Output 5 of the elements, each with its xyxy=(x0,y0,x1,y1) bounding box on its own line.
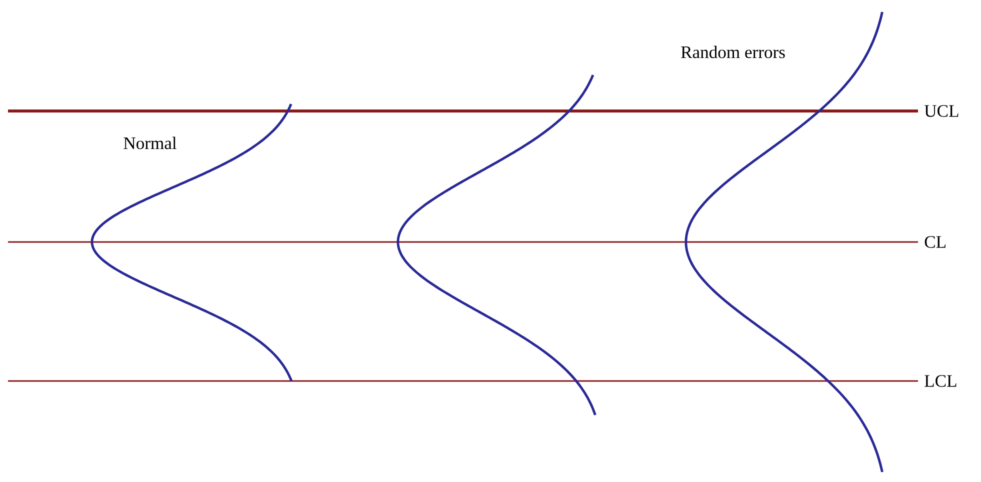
line-label: CL xyxy=(924,236,946,248)
line-label: UCL xyxy=(924,105,958,117)
curve-label: Random errors xyxy=(681,46,785,58)
curve-label: Normal xyxy=(124,136,176,150)
line-label: LCL xyxy=(924,375,956,387)
